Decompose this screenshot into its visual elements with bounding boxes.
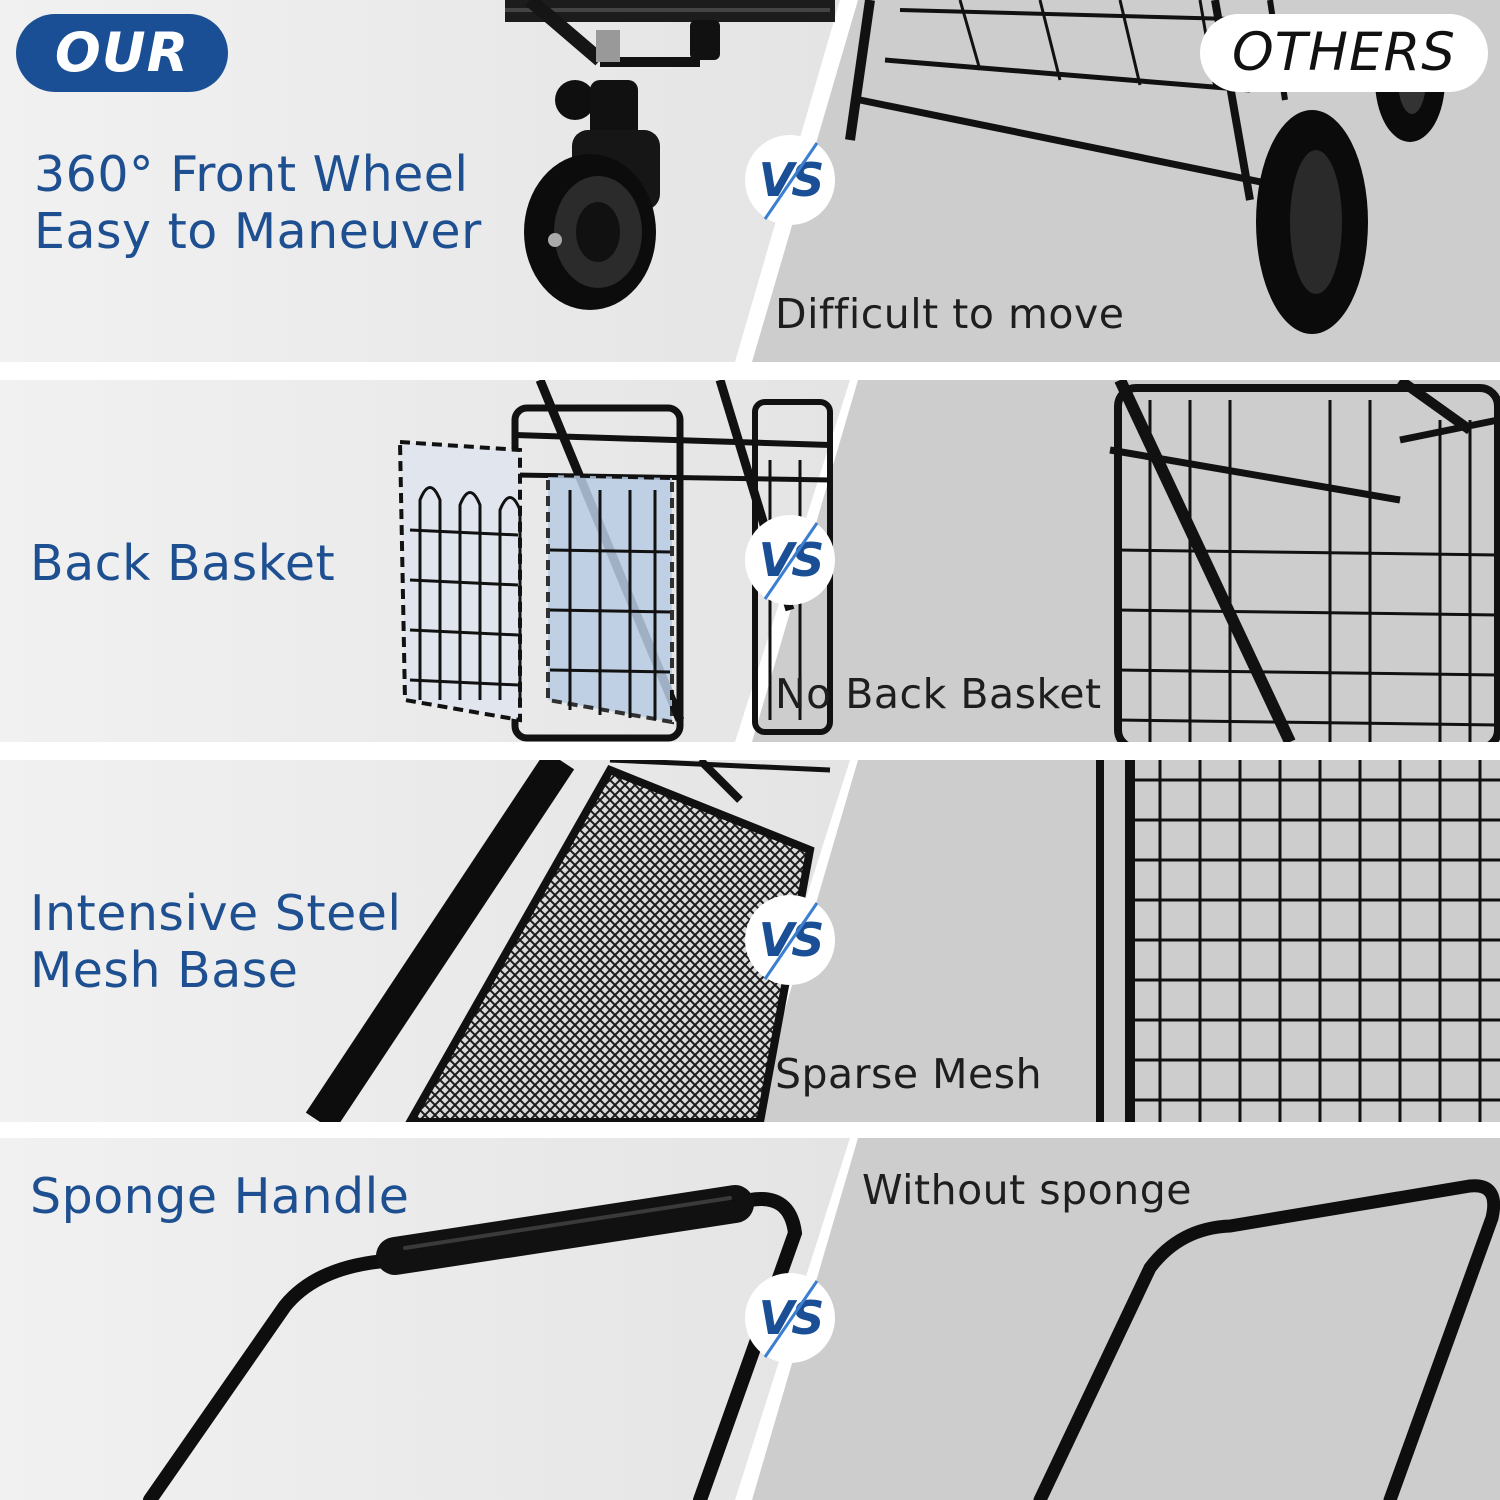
row-wheel: OUR OTHERS 360° Front Wheel Easy to Mane… bbox=[0, 0, 1500, 362]
others-label-wheel: Difficult to move bbox=[775, 290, 1125, 338]
row-handle-background bbox=[0, 1138, 1500, 1500]
vs-badge: VS bbox=[745, 515, 835, 605]
others-label-basket: No Back Basket bbox=[775, 670, 1102, 718]
others-panel bbox=[752, 380, 1500, 742]
sparse-wire-mesh-icon bbox=[1096, 760, 1500, 1122]
others-label-handle: Without sponge bbox=[862, 1166, 1192, 1214]
vs-slash-icon bbox=[763, 1280, 819, 1358]
wire-basket-icon bbox=[397, 380, 833, 742]
steel-mesh-base-icon bbox=[305, 760, 831, 1122]
our-label-wheel: 360° Front Wheel Easy to Maneuver bbox=[34, 146, 482, 260]
bare-handle-icon bbox=[1033, 1179, 1500, 1500]
swivel-caster-wheel-icon bbox=[505, 0, 835, 310]
others-label-mesh: Sparse Mesh bbox=[775, 1050, 1043, 1098]
vs-slash-icon bbox=[763, 902, 819, 980]
row-mesh: Intensive Steel Mesh Base Sparse Mesh VS bbox=[0, 760, 1500, 1122]
row-basket: Back Basket No Back Basket VS bbox=[0, 380, 1500, 742]
our-label-basket: Back Basket bbox=[30, 535, 336, 592]
vs-slash-icon bbox=[763, 522, 819, 600]
others-badge: OTHERS bbox=[1200, 14, 1488, 92]
row-mesh-background bbox=[0, 760, 1500, 1122]
row-basket-background bbox=[0, 380, 1500, 742]
our-label-mesh: Intensive Steel Mesh Base bbox=[30, 885, 402, 999]
our-badge: OUR bbox=[16, 14, 228, 92]
vs-badge: VS bbox=[745, 135, 835, 225]
vs-badge: VS bbox=[745, 895, 835, 985]
our-label-handle: Sponge Handle bbox=[30, 1168, 410, 1225]
others-wire-basket-icon bbox=[1109, 380, 1500, 742]
vs-badge: VS bbox=[745, 1273, 835, 1363]
row-handle: Sponge Handle Without sponge VS bbox=[0, 1138, 1500, 1500]
foam-handle-icon bbox=[143, 1185, 803, 1500]
vs-slash-icon bbox=[763, 142, 819, 220]
